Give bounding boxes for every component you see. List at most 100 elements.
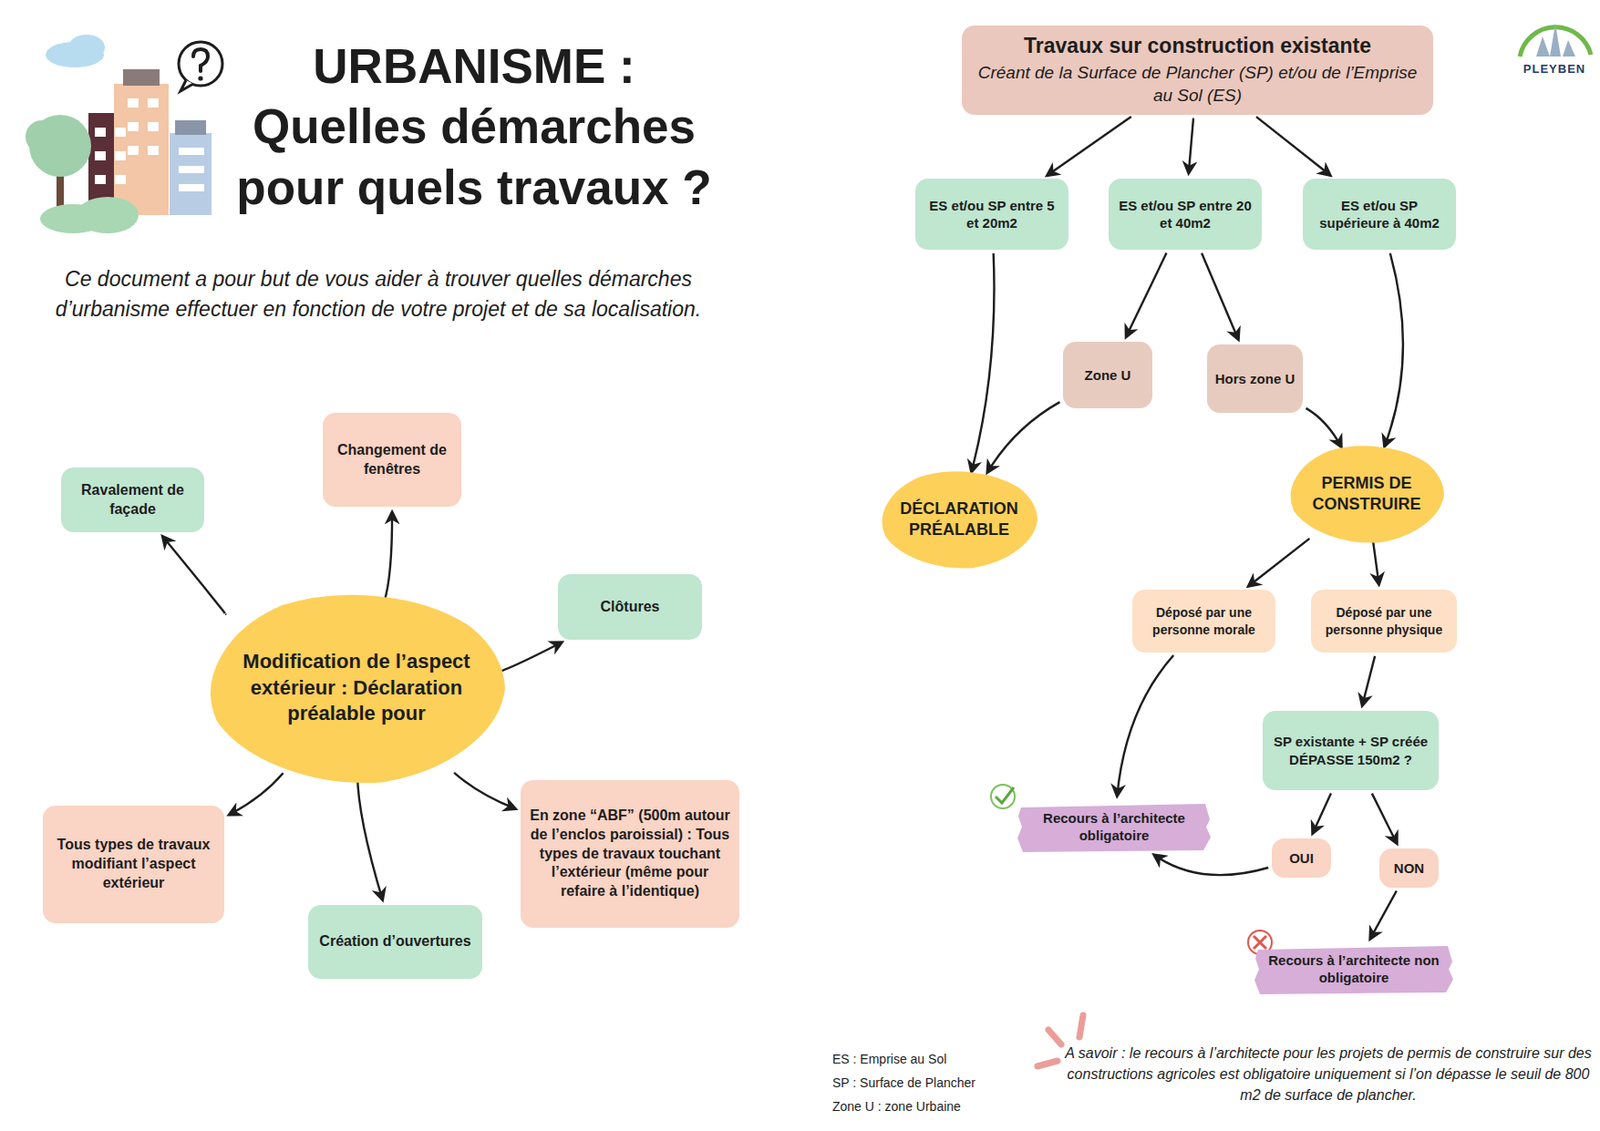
connector: [1372, 539, 1380, 585]
note-label: PLEYBEN: [1513, 61, 1596, 76]
connector: [1370, 891, 1397, 940]
process-box: Ravalement de façade: [61, 467, 205, 533]
node-text-group: Ravalement de façade: [68, 481, 197, 520]
node-text-group: Changement de fenêtres: [330, 441, 455, 480]
node-text-group: Zone U: [1084, 366, 1132, 385]
node-text-group: OUI: [1289, 849, 1314, 868]
node-text-group: ES et/ou SP supérieure à 40m2: [1310, 196, 1449, 233]
logo-mark: [1519, 23, 1591, 57]
node-shape: [1289, 444, 1445, 544]
process-box: Création d’ouvertures: [308, 905, 483, 980]
node-text-group: Clôtures: [600, 598, 661, 618]
process-box: Hors zone U: [1207, 344, 1303, 413]
process-box: Changement de fenêtres: [322, 412, 462, 507]
node-shape: [1254, 944, 1454, 995]
connector: [1384, 253, 1404, 447]
node-text-group: Modification de l’aspect extérieur : Déc…: [227, 649, 486, 728]
process-box: Tous types de travaux modifiant l’aspect…: [42, 805, 225, 924]
connector: [1116, 655, 1174, 797]
blob-node: Modification de l’aspect extérieur : Déc…: [207, 592, 506, 785]
node-text-group: Travaux sur construction existanteCréant…: [969, 32, 1426, 107]
blob-node: DÉCLARATION PRÉALABLE: [880, 470, 1038, 569]
node-label: Ravalement de façade: [68, 481, 197, 520]
connector: [1372, 794, 1397, 845]
node-label: ES et/ou SP entre 20 et 40m2: [1115, 196, 1255, 233]
connector: [1188, 118, 1194, 174]
node-text-group: En zone “ABF” (500m autour de l’enclos p…: [527, 806, 733, 902]
node-text-group: Déposé par une personne physique: [1318, 604, 1450, 638]
node-text-group: DÉCLARATION PRÉALABLE: [899, 498, 1019, 542]
node-label: PERMIS DE CONSTRUIRE: [1309, 473, 1425, 517]
note-label: A savoir : le recours à l’architecte pou…: [1064, 1042, 1592, 1107]
process-box: ES et/ou SP entre 20 et 40m2: [1108, 178, 1262, 250]
node-shape: [1017, 802, 1211, 853]
connector: [162, 536, 226, 615]
node-label: NON: [1393, 859, 1425, 878]
node-label: Travaux sur construction existante: [969, 32, 1426, 61]
process-box: Zone U: [1063, 341, 1153, 409]
node-label: Clôtures: [600, 598, 661, 618]
connector: [454, 773, 516, 810]
node-label: OUI: [1289, 849, 1314, 868]
node-text-group: PERMIS DE CONSTRUIRE: [1309, 473, 1425, 517]
buildings-illustration: [25, 34, 223, 234]
node-shape: [880, 470, 1038, 569]
process-box: OUI: [1271, 838, 1332, 878]
process-box: NON: [1379, 848, 1439, 888]
node-label: Tous types de travaux modifiant l’aspect…: [50, 836, 217, 893]
node-subtitle: Créant de la Surface de Plancher (SP) et…: [969, 61, 1426, 107]
node-label: Zone U: [1084, 366, 1132, 385]
node-label: ES et/ou SP entre 5 et 20m2: [922, 196, 1062, 233]
node-text-group: Hors zone U: [1215, 370, 1296, 389]
node-label: Modification de l’aspect extérieur : Déc…: [227, 649, 486, 728]
note-label: Zone U : zone Urbaine: [832, 1099, 1052, 1115]
node-text-group: Recours à l’architecte obligatoire: [1024, 809, 1204, 846]
node-text-group: SP existante + SP créée DÉPASSE 150m2 ?: [1269, 732, 1432, 769]
node-label: En zone “ABF” (500m autour de l’enclos p…: [527, 806, 733, 902]
node-label: Recours à l’architecte non obligatoire: [1261, 951, 1446, 988]
check-icon: [990, 784, 1015, 809]
node-label: Recours à l’architecte obligatoire: [1024, 809, 1204, 846]
result-band: Recours à l’architecte obligatoire: [1017, 802, 1211, 853]
note-label: ES : Emprise au Sol: [832, 1052, 1052, 1067]
connector: [987, 402, 1061, 473]
connector: [1047, 116, 1132, 176]
node-label: Changement de fenêtres: [330, 441, 455, 480]
process-box: SP existante + SP créée DÉPASSE 150m2 ?: [1262, 711, 1439, 791]
connector: [1362, 656, 1375, 706]
connector: [1201, 253, 1239, 341]
process-box: Clôtures: [557, 574, 702, 640]
node-text-group: NON: [1393, 859, 1425, 878]
node-label: ES et/ou SP supérieure à 40m2: [1310, 196, 1449, 233]
node-label: Hors zone U: [1215, 370, 1296, 389]
process-box: Travaux sur construction existanteCréant…: [961, 25, 1434, 114]
node-text-group: ES et/ou SP entre 5 et 20m2: [922, 196, 1062, 233]
node-text-group: Création d’ouvertures: [319, 932, 471, 952]
note-label: SP : Surface de Plancher: [832, 1075, 1052, 1091]
node-text-group: Recours à l’architecte non obligatoire: [1261, 951, 1446, 988]
connector: [1256, 116, 1331, 176]
connector: [1306, 408, 1342, 447]
process-box: ES et/ou SP supérieure à 40m2: [1302, 178, 1456, 250]
node-text-group: ES et/ou SP entre 20 et 40m2: [1115, 196, 1255, 233]
connector: [1125, 253, 1167, 338]
title: URBANISME : Quelles démarches pour quels…: [227, 36, 721, 218]
process-box: ES et/ou SP entre 5 et 20m2: [915, 178, 1069, 250]
process-box: Déposé par une personne morale: [1132, 589, 1276, 653]
blob-node: PERMIS DE CONSTRUIRE: [1289, 444, 1445, 544]
connector: [1248, 538, 1310, 587]
connector: [228, 773, 283, 816]
connector: [383, 512, 393, 603]
connector: [1312, 794, 1332, 835]
connector: [357, 774, 383, 900]
process-box: Déposé par une personne physique: [1310, 589, 1457, 653]
connector: [971, 253, 995, 473]
node-label: Déposé par une personne morale: [1139, 604, 1269, 638]
node-label: DÉCLARATION PRÉALABLE: [899, 498, 1019, 542]
node-text-group: Déposé par une personne morale: [1139, 604, 1269, 638]
process-box: En zone “ABF” (500m autour de l’enclos p…: [520, 780, 740, 929]
connector: [1154, 855, 1269, 876]
caption: Ce document a pour but de vous aider à t…: [18, 264, 739, 326]
node-label: Déposé par une personne physique: [1318, 604, 1450, 638]
node-label: Création d’ouvertures: [319, 932, 471, 952]
